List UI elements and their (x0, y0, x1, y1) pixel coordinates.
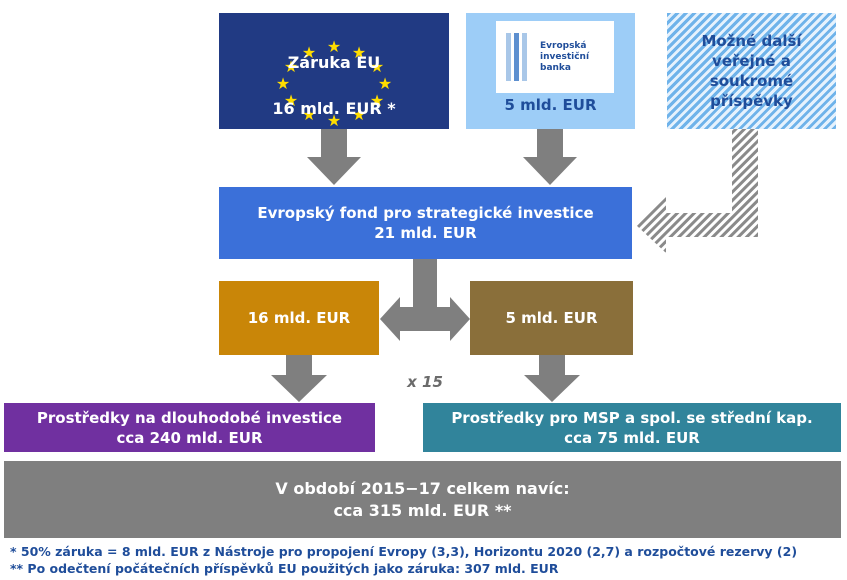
sme-amount: cca 75 mld. EUR (564, 428, 700, 447)
svg-text:★: ★ (302, 43, 316, 62)
svg-text:★: ★ (327, 37, 341, 56)
svg-text:★: ★ (276, 74, 290, 93)
eu-stars-icon: ★ ★ ★ ★ ★ ★ ★ ★ ★ ★ ★ ★ (276, 37, 392, 129)
svg-text:★: ★ (370, 57, 384, 76)
multiplier-label: x 15 (407, 373, 443, 391)
arrow-split-fund (380, 259, 470, 341)
footnote-2: ** Po odečtení počátečních příspěvků EU … (10, 561, 559, 576)
sme-box: Prostředky pro MSP a spol. se střední ka… (423, 403, 841, 452)
eib-amount: 5 mld. EUR (504, 96, 597, 114)
other-contributions-box: Možné další veřejné a soukromé příspěvky (667, 13, 836, 129)
svg-text:★: ★ (284, 57, 298, 76)
eib-box: Evropská investiční banka 5 mld. EUR (466, 13, 635, 129)
right-amount-box: 5 mld. EUR (470, 281, 633, 355)
long-term-amount: cca 240 mld. EUR (116, 428, 263, 447)
arrow-down-eu (307, 129, 361, 185)
long-term-title: Prostředky na dlouhodobé investice (36, 408, 343, 427)
right-amount: 5 mld. EUR (505, 309, 598, 327)
svg-text:★: ★ (370, 91, 384, 110)
eib-logo: Evropská investiční banka (496, 21, 614, 93)
fund-box: Evropský fond pro strategické investice … (219, 187, 632, 259)
total-title: V období 2015−17 celkem navíc: (275, 478, 570, 498)
sme-title: Prostředky pro MSP a spol. se střední ka… (451, 408, 813, 427)
svg-text:★: ★ (378, 74, 392, 93)
svg-text:★: ★ (302, 105, 316, 124)
eib-logo-text: Evropská investiční banka (540, 40, 590, 73)
eib-logo-icon (506, 33, 527, 81)
other-contributions-label: Možné další veřejné a soukromé příspěvky (701, 32, 802, 110)
footnote-1: * 50% záruka = 8 mld. EUR z Nástroje pro… (10, 544, 798, 559)
arrow-bent-hatched (636, 129, 758, 253)
total-amount: cca 315 mld. EUR ** (333, 500, 512, 520)
total-box: V období 2015−17 celkem navíc: cca 315 m… (4, 461, 841, 538)
svg-text:★: ★ (327, 111, 341, 129)
eu-guarantee-title: Záruka EU (287, 53, 381, 72)
arrow-down-left-amount (271, 355, 327, 402)
left-amount-box: 16 mld. EUR (219, 281, 379, 355)
left-amount: 16 mld. EUR (247, 309, 351, 327)
svg-text:★: ★ (352, 43, 366, 62)
svg-text:★: ★ (352, 105, 366, 124)
eu-guarantee-amount: 16 mld. EUR * (272, 99, 396, 118)
eu-guarantee-box: ★ ★ ★ ★ ★ ★ ★ ★ ★ ★ ★ ★ Záruka EU 16 mld… (219, 13, 449, 129)
long-term-investment-box: Prostředky na dlouhodobé investice cca 2… (4, 403, 375, 452)
arrow-down-right-amount (524, 355, 580, 402)
fund-amount: 21 mld. EUR (374, 224, 477, 242)
arrow-down-eib (523, 129, 577, 185)
fund-name: Evropský fond pro strategické investice (257, 204, 594, 222)
svg-text:★: ★ (284, 91, 298, 110)
